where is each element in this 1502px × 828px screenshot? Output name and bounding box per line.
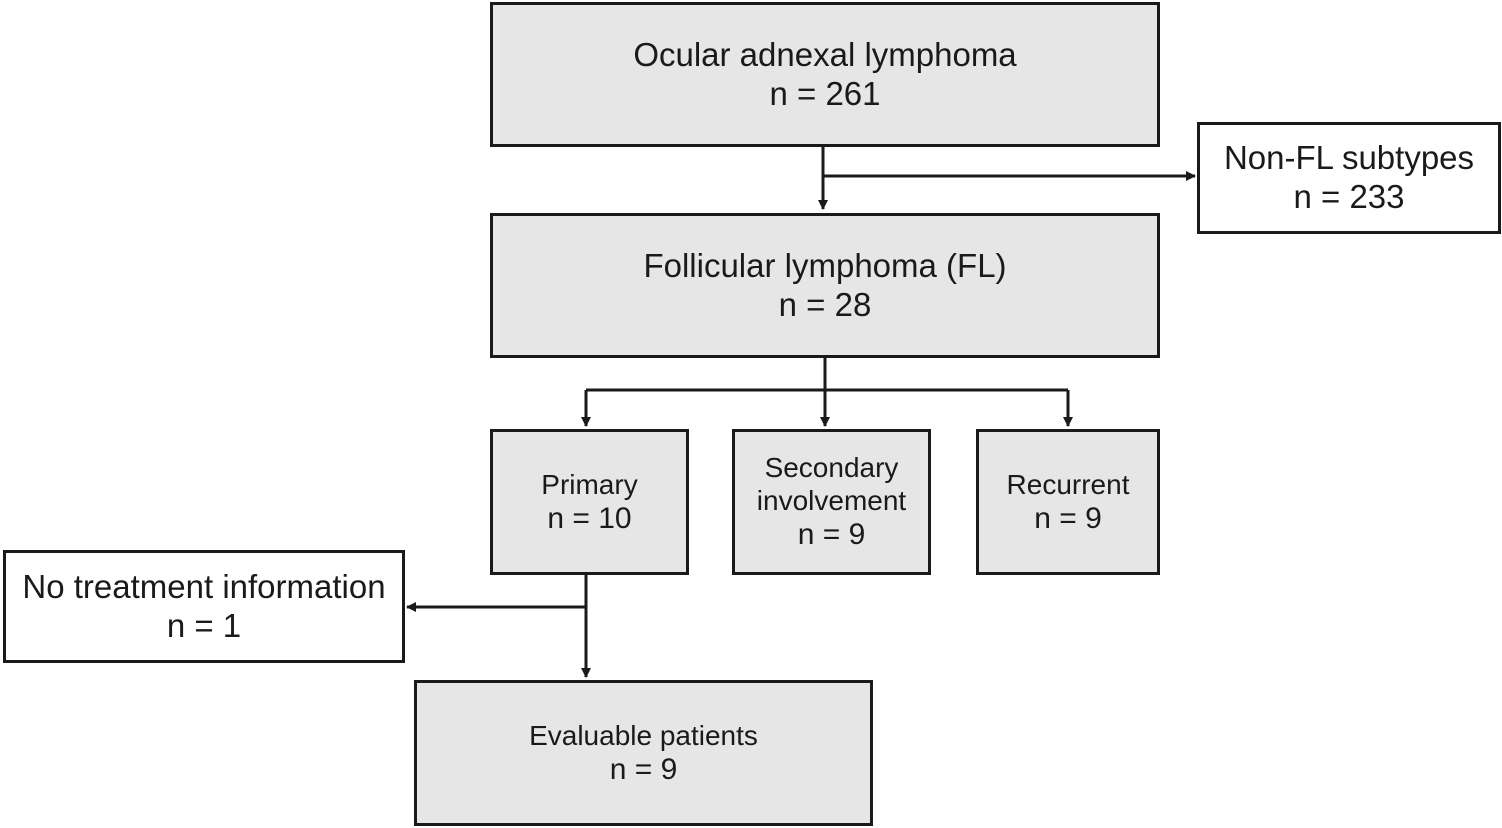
node-follicular-lymphoma: Follicular lymphoma (FL) n = 28 xyxy=(490,213,1160,358)
node-label: Evaluable patients xyxy=(529,719,758,751)
node-count: n = 261 xyxy=(769,74,881,112)
node-count: n = 9 xyxy=(1034,501,1102,535)
node-label: Follicular lymphoma (FL) xyxy=(643,246,1007,284)
node-label-line-1: Secondary xyxy=(764,452,899,484)
node-ocular-adnexal-lymphoma: Ocular adnexal lymphoma n = 261 xyxy=(490,2,1160,147)
node-count: n = 233 xyxy=(1293,178,1405,215)
node-count: n = 9 xyxy=(609,752,678,786)
node-recurrent: Recurrent n = 9 xyxy=(976,429,1160,575)
node-count: n = 9 xyxy=(797,518,866,552)
node-count: n = 10 xyxy=(547,501,632,535)
node-label: Primary xyxy=(541,468,638,500)
node-label: Non-FL subtypes xyxy=(1223,139,1475,177)
node-label: Recurrent xyxy=(1006,468,1130,500)
node-non-fl-subtypes: Non-FL subtypes n = 233 xyxy=(1197,122,1501,234)
node-primary: Primary n = 10 xyxy=(490,429,689,575)
node-label: No treatment information xyxy=(22,567,386,605)
node-label-line-2: involvement xyxy=(756,485,907,517)
node-label: Ocular adnexal lymphoma xyxy=(633,35,1017,73)
node-secondary-involvement: Secondary involvement n = 9 xyxy=(732,429,931,575)
node-no-treatment-information: No treatment information n = 1 xyxy=(3,550,405,663)
node-count: n = 28 xyxy=(778,285,872,323)
node-count: n = 1 xyxy=(166,606,242,644)
node-evaluable-patients: Evaluable patients n = 9 xyxy=(414,680,873,826)
